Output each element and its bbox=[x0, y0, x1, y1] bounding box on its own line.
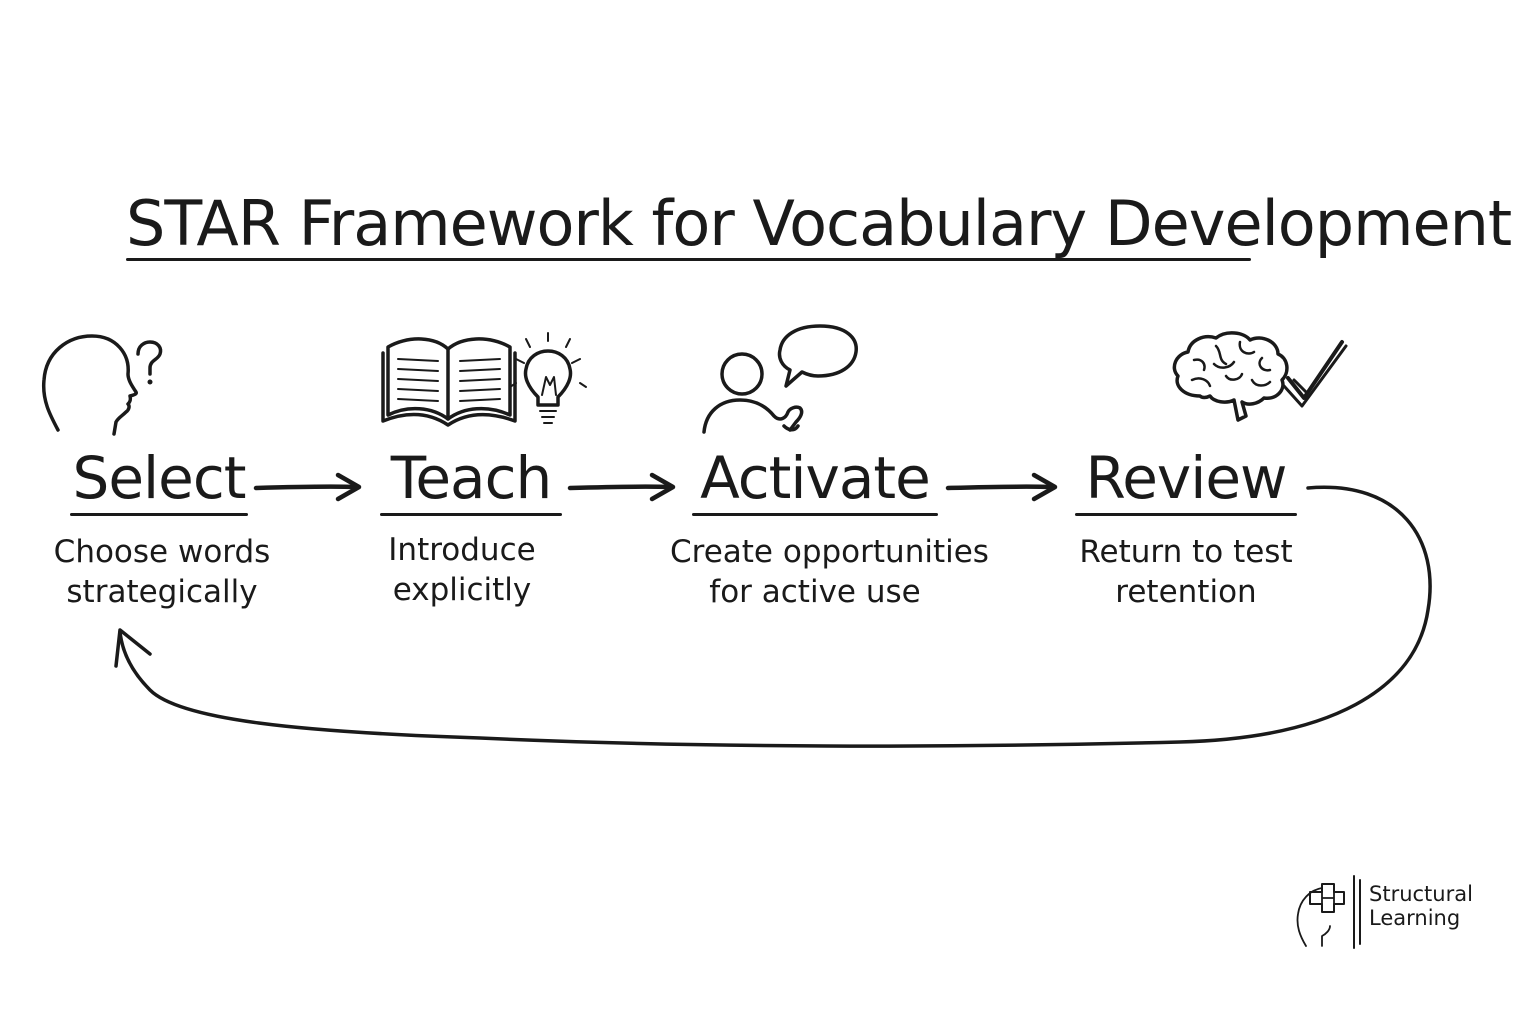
person-speech-bubble-icon bbox=[700, 322, 860, 437]
brain-checkmark-icon bbox=[1170, 330, 1350, 425]
book-lightbulb-icon bbox=[380, 325, 600, 430]
arrow-select-to-teach bbox=[253, 472, 362, 502]
logo-text: Structural Learning bbox=[1369, 882, 1473, 930]
step-underline bbox=[380, 513, 562, 516]
step-label: Review bbox=[1085, 444, 1288, 512]
step-description: Choose words strategically bbox=[53, 534, 271, 610]
step-description: Introduce explicitly bbox=[388, 532, 536, 608]
step-underline bbox=[692, 513, 938, 516]
step-teach: Teach bbox=[380, 440, 562, 516]
head-puzzle-icon bbox=[1296, 875, 1361, 949]
head-question-icon bbox=[40, 330, 170, 440]
structural-learning-logo: Structural Learning bbox=[1292, 870, 1473, 952]
step-description: Return to test retention bbox=[1079, 534, 1293, 610]
step-label: Activate bbox=[700, 444, 931, 512]
step-underline bbox=[1075, 513, 1297, 516]
step-review: Review bbox=[1075, 440, 1297, 516]
arrow-teach-to-activate bbox=[567, 472, 676, 502]
step-underline bbox=[70, 513, 248, 516]
step-label: Select bbox=[72, 444, 247, 512]
step-description: Create opportunities for active use bbox=[670, 534, 989, 610]
step-select: Select bbox=[70, 440, 248, 516]
title-underline bbox=[126, 258, 1251, 261]
arrow-activate-to-review bbox=[945, 472, 1058, 502]
arrow-review-loop-to-select bbox=[114, 485, 1432, 748]
step-activate: Activate bbox=[692, 440, 938, 516]
step-label: Teach bbox=[390, 444, 552, 512]
